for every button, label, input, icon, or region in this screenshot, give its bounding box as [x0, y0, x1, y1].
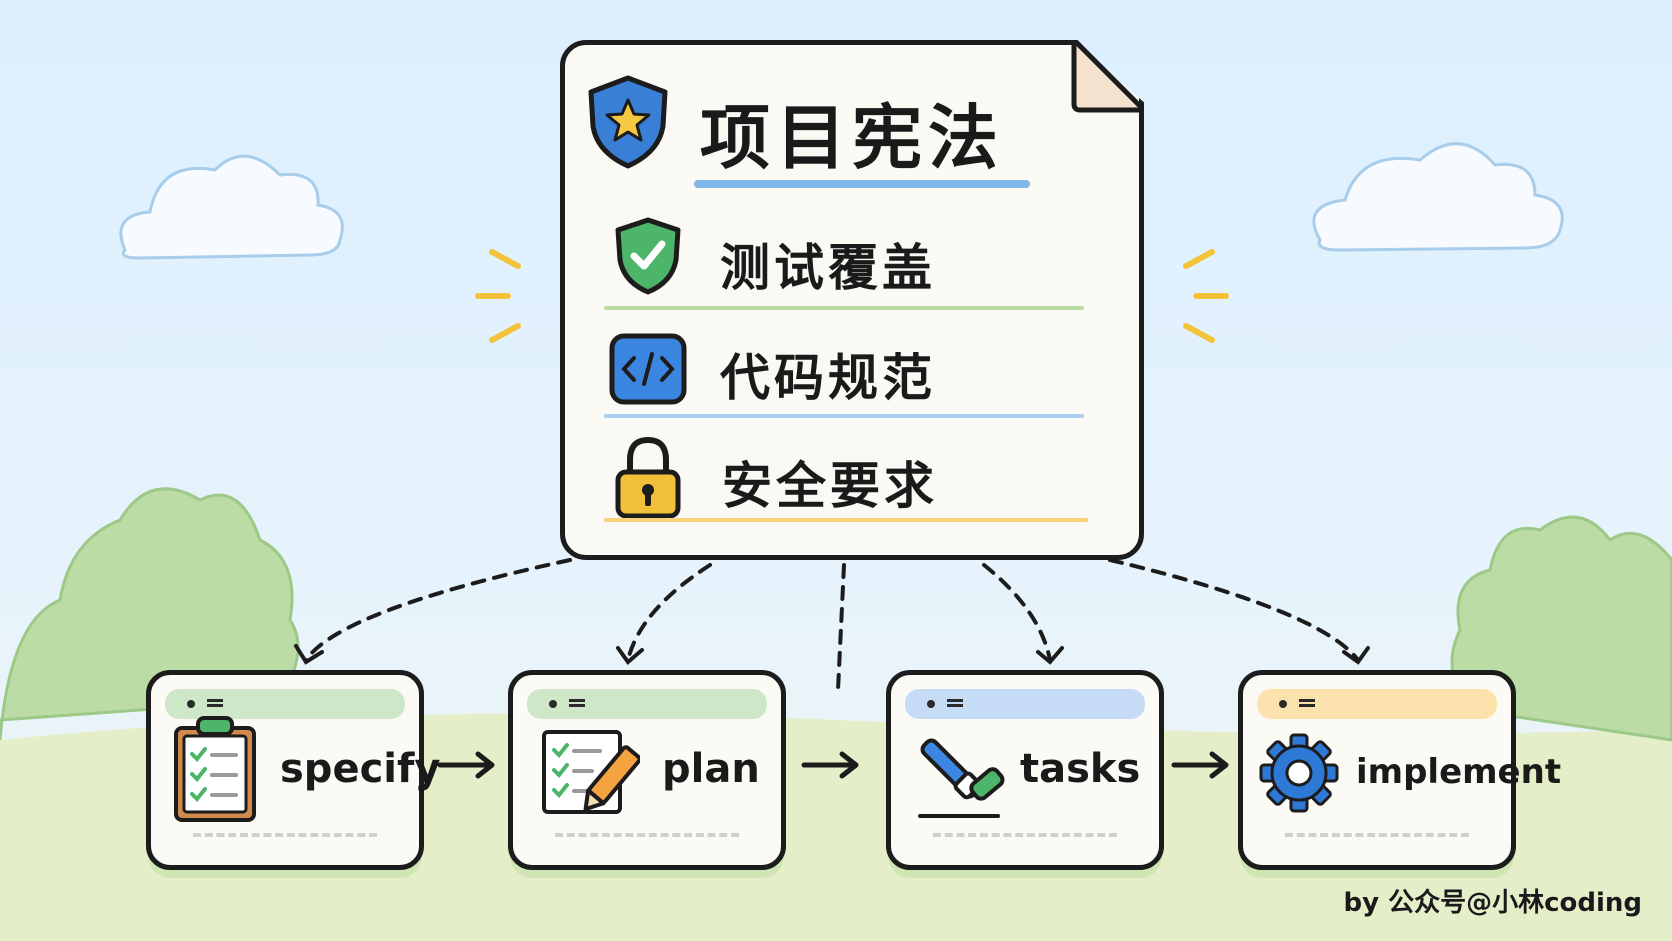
item-underline-code-standards	[604, 414, 1084, 418]
connector-arrowheads	[294, 644, 1370, 665]
placeholder-line	[933, 833, 1117, 837]
stage-label-plan: plan	[662, 746, 760, 792]
sparkle-left	[475, 249, 521, 343]
placeholder-line	[193, 833, 377, 837]
placeholder-line	[555, 833, 739, 837]
cloud-left	[119, 154, 344, 260]
page-corner-fold	[1071, 40, 1144, 113]
item-label-test-coverage: 测试覆盖	[720, 239, 936, 297]
code-icon	[609, 333, 687, 405]
window-titlebar	[165, 689, 405, 719]
arrow-right-icon	[801, 751, 859, 779]
clipboard-checklist-icon	[174, 716, 256, 822]
window-titlebar	[527, 689, 767, 719]
item-underline-security-requirements	[604, 518, 1088, 522]
sparkle-right	[1183, 249, 1229, 343]
arrow-right-icon	[437, 751, 495, 779]
title-underline	[694, 180, 1030, 188]
shield-check-icon	[615, 217, 681, 295]
gear-icon	[1259, 733, 1339, 813]
window-titlebar	[1257, 689, 1497, 719]
checklist-pencil-icon	[542, 730, 640, 814]
shield-star-icon	[588, 75, 668, 169]
arrow-right-icon	[1171, 751, 1229, 779]
stage-card-implement[interactable]	[1238, 670, 1516, 870]
page-title: 项目宪法	[700, 97, 1004, 179]
author-credit: by 公众号@小林coding	[1343, 888, 1642, 918]
stage-label-specify: specify	[280, 746, 441, 792]
item-underline-test-coverage	[604, 306, 1084, 310]
window-titlebar	[905, 689, 1145, 719]
dashed-connectors	[304, 558, 1360, 692]
padlock-icon	[615, 436, 681, 519]
tools-icon	[918, 738, 1005, 818]
item-label-code-standards: 代码规范	[720, 349, 936, 407]
item-label-security-requirements: 安全要求	[722, 457, 938, 515]
stage-card-tasks[interactable]	[886, 670, 1164, 870]
placeholder-line	[1285, 833, 1469, 837]
cloud-right	[1312, 142, 1564, 252]
stage-label-tasks: tasks	[1020, 746, 1141, 792]
stage-label-implement: implement	[1356, 752, 1562, 792]
